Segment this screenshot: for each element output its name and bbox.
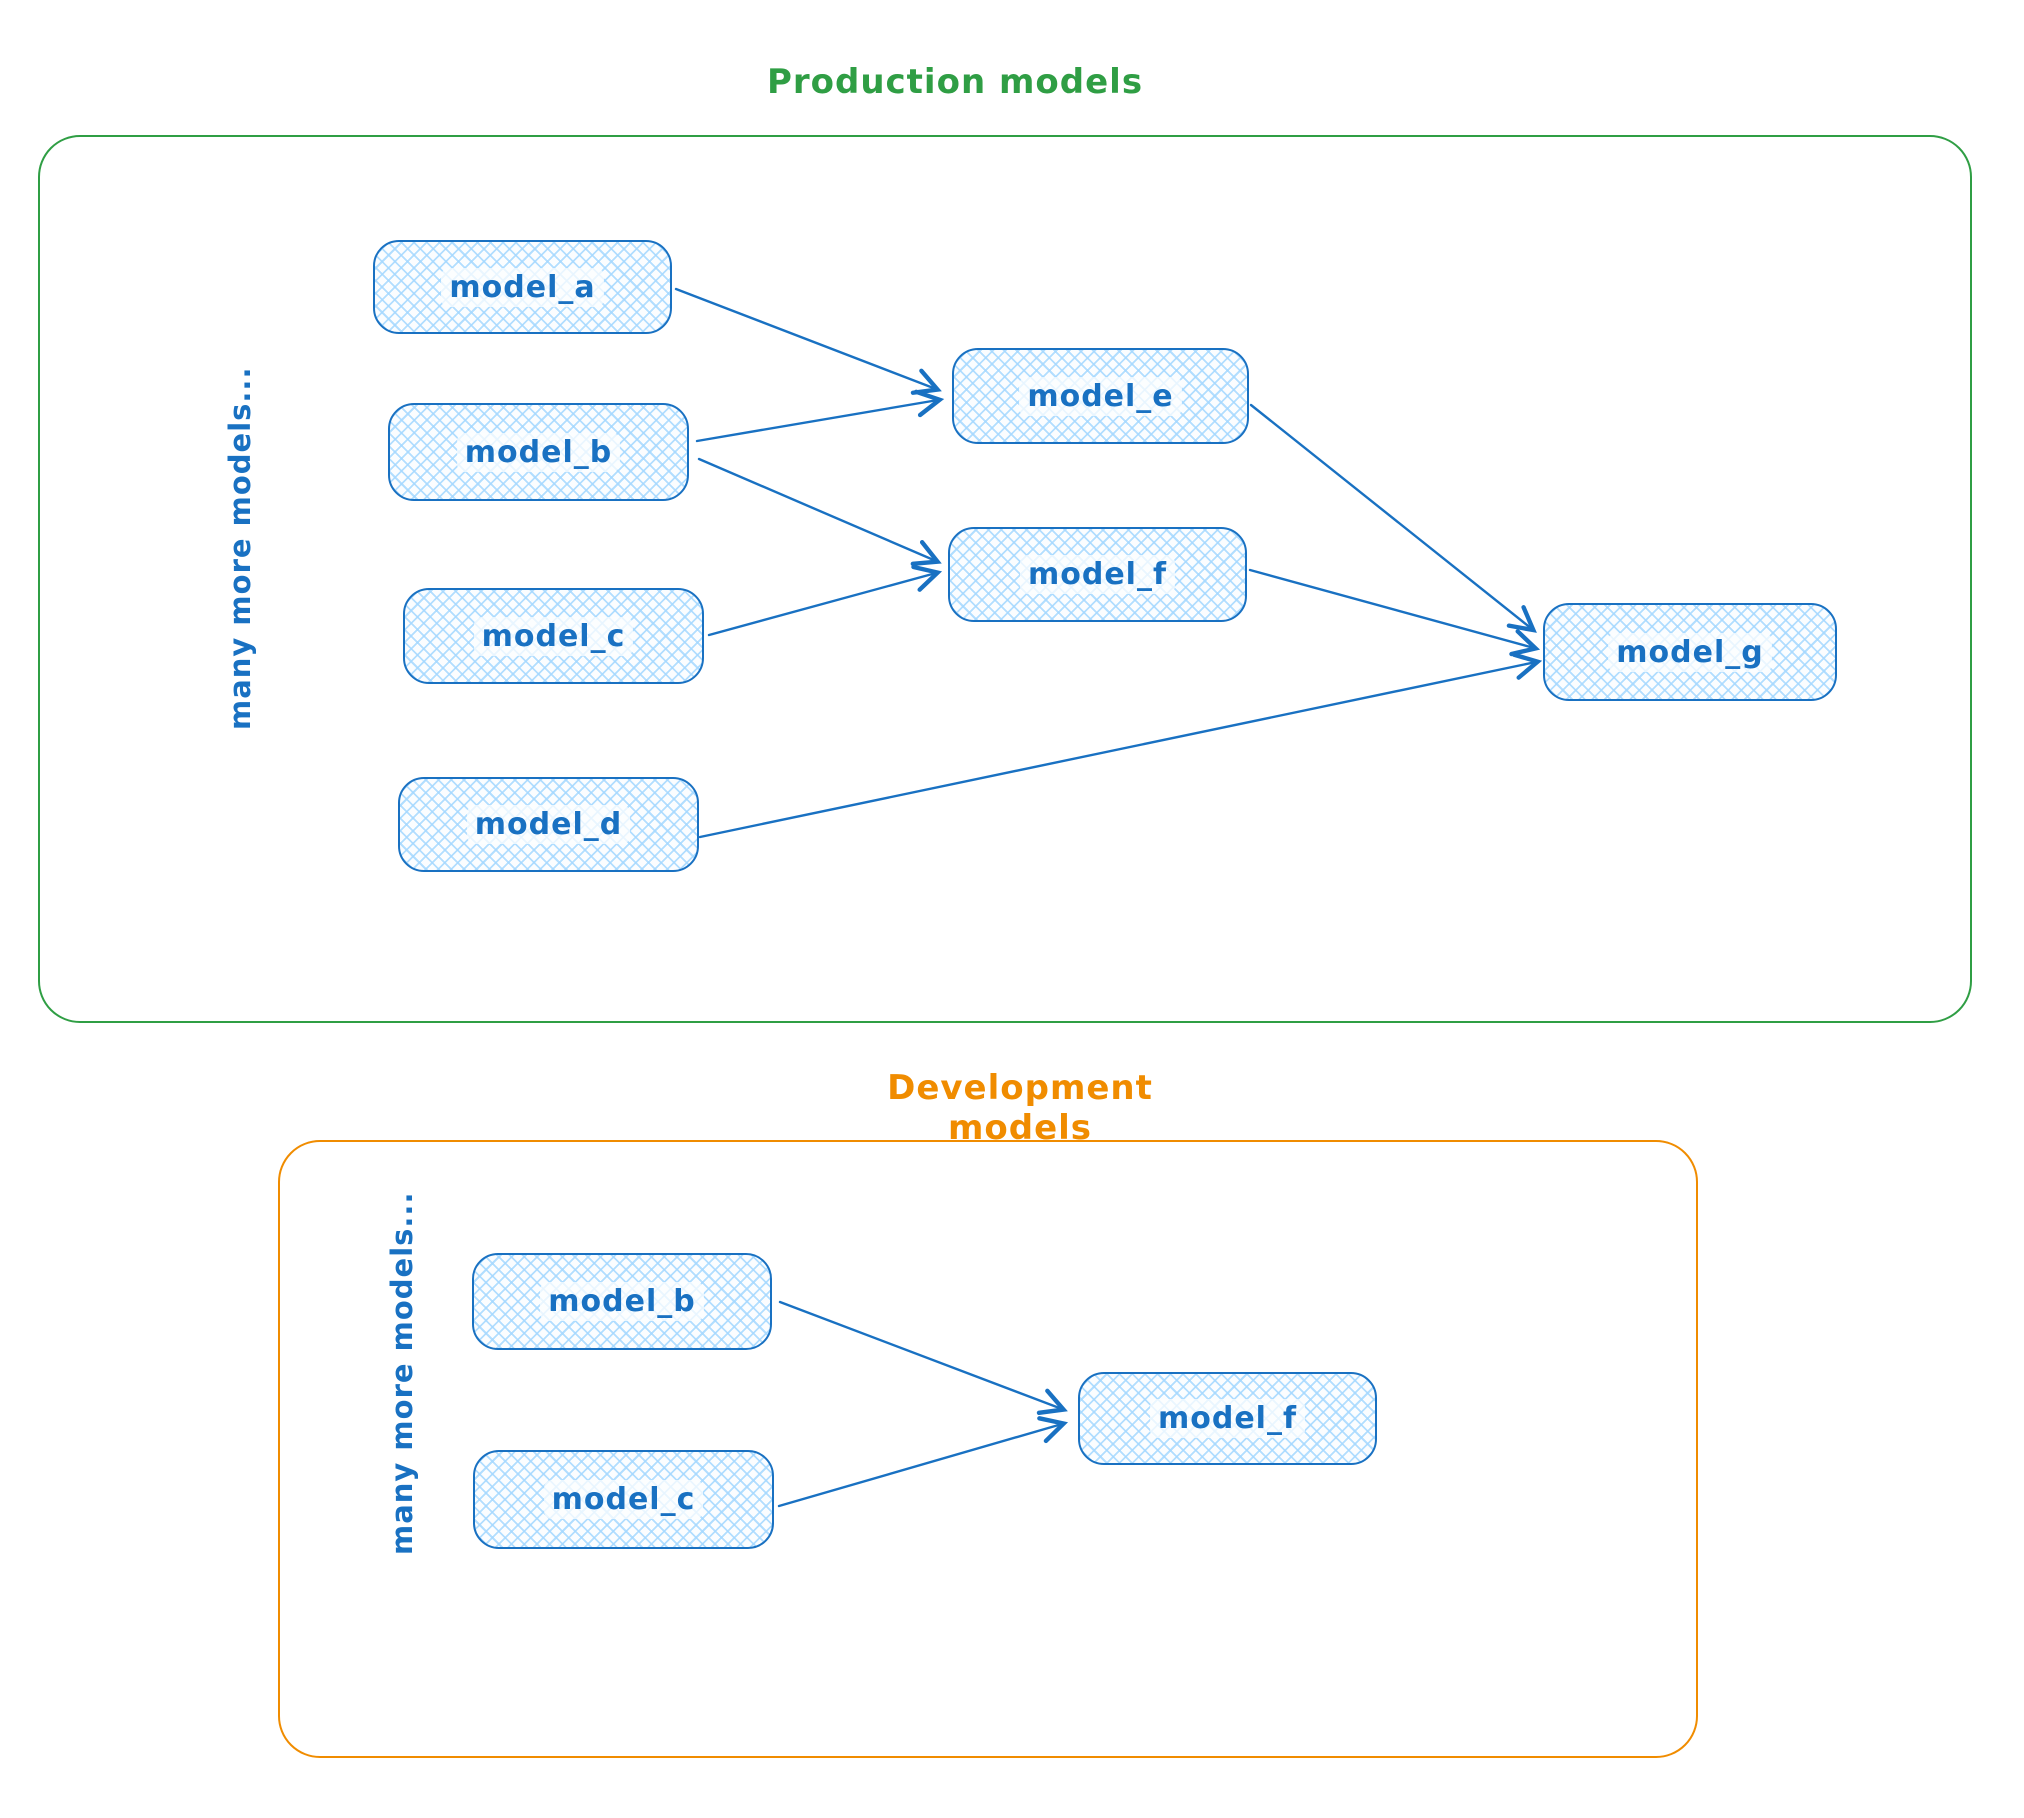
production-side-note: many more models...: [223, 366, 257, 730]
node-label-model-d: model_d: [466, 805, 631, 844]
node-label-dev-model-b: model_b: [540, 1282, 704, 1321]
node-label-model-f: model_f: [1019, 555, 1176, 594]
node-production-model-a: model_a: [373, 240, 672, 334]
node-development-model-c: model_c: [473, 1450, 774, 1549]
node-production-model-c: model_c: [403, 588, 704, 684]
development-side-note: many more models...: [385, 1191, 419, 1555]
production-section-frame: [38, 135, 1972, 1023]
node-production-model-e: model_e: [952, 348, 1249, 444]
node-production-model-d: model_d: [398, 777, 699, 872]
node-production-model-g: model_g: [1543, 603, 1837, 701]
development-section-frame: [278, 1140, 1698, 1758]
node-development-model-b: model_b: [472, 1253, 772, 1350]
node-production-model-b: model_b: [388, 403, 689, 501]
node-label-model-b: model_b: [456, 432, 621, 472]
production-section-title: Production models: [766, 62, 1144, 102]
node-label-model-c: model_c: [473, 616, 634, 656]
node-label-model-a: model_a: [441, 267, 604, 307]
node-label-dev-model-f: model_f: [1149, 1399, 1306, 1438]
node-development-model-f: model_f: [1078, 1372, 1377, 1465]
node-production-model-f: model_f: [948, 527, 1247, 622]
node-label-dev-model-c: model_c: [543, 1480, 704, 1519]
node-label-model-e: model_e: [1019, 376, 1182, 416]
node-label-model-g: model_g: [1608, 632, 1772, 672]
development-section-title: Development models: [887, 1068, 1153, 1148]
